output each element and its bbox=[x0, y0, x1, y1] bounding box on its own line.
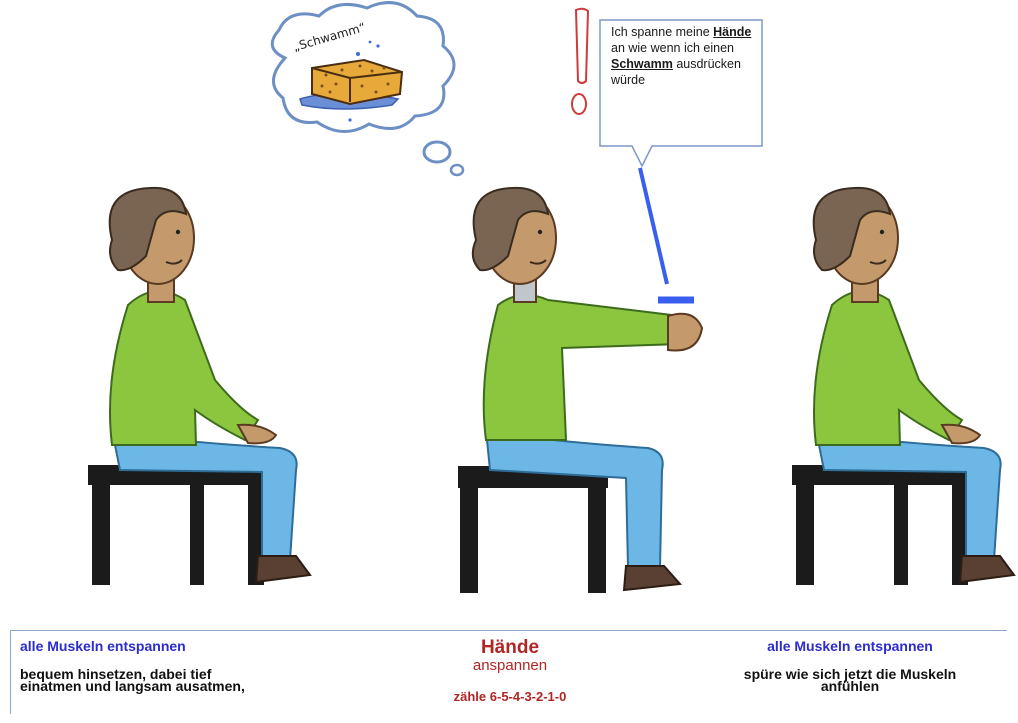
chair-icon bbox=[792, 465, 972, 585]
left-heading: alle Muskeln entspannen bbox=[20, 638, 186, 654]
speech-text-part: ausdrücken würde bbox=[611, 57, 741, 87]
speech-text-emphasis-haende: Hände bbox=[713, 25, 752, 39]
instruction-panel bbox=[10, 630, 1007, 714]
person-relaxed-right bbox=[792, 186, 1016, 585]
middle-count: zähle 6-5-4-3-2-1-0 bbox=[453, 689, 567, 704]
left-instruction: bequem hinsetzen, dabei tief einatmen un… bbox=[20, 666, 350, 694]
left-instruction-line: einatmen und langsam ausatmen, bbox=[20, 678, 245, 694]
panel-middle-column: Hände anspannen zähle 6-5-4-3-2-1-0 bbox=[410, 637, 610, 705]
middle-title: Hände bbox=[480, 637, 540, 658]
speech-bubble-text: Ich spanne meine Hände an wie wenn ich e… bbox=[611, 24, 761, 88]
illustration-scene bbox=[88, 1, 1016, 593]
left-instruction-line: bequem hinsetzen, dabei tief bbox=[20, 666, 212, 682]
thought-bubble bbox=[270, 1, 465, 177]
person-relaxed-left bbox=[88, 186, 312, 585]
exclamation-icon bbox=[571, 7, 590, 115]
panel-right-column: alle Muskeln entspannen spüre wie sich j… bbox=[700, 638, 1000, 694]
right-instruction-line: spüre wie sich jetzt die Muskeln bbox=[743, 666, 957, 682]
speech-bubble bbox=[599, 19, 763, 304]
sponge-icon bbox=[299, 40, 404, 122]
speech-text-part: Ich spanne meine bbox=[611, 25, 714, 39]
speech-text-part: an wie wenn ich einen bbox=[611, 41, 734, 55]
right-instruction-line: anfühlen bbox=[820, 678, 880, 694]
chair-icon bbox=[458, 466, 608, 593]
right-heading: alle Muskeln entspannen bbox=[767, 638, 933, 654]
middle-subtitle: anspannen bbox=[472, 657, 548, 674]
panel-left-column: alle Muskeln entspannen bequem hinsetzen… bbox=[20, 638, 350, 694]
right-instruction: spüre wie sich jetzt die Muskeln anfühle… bbox=[700, 666, 1000, 694]
chair-icon bbox=[88, 465, 268, 585]
person-hands-forward bbox=[458, 186, 704, 593]
speech-text-emphasis-schwamm: Schwamm bbox=[611, 57, 673, 71]
